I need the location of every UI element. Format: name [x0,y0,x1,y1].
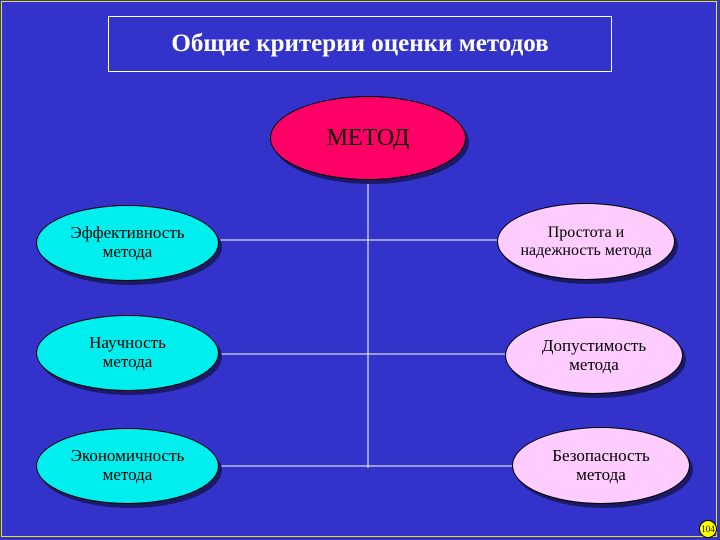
node-simplicity-reliability: Простота и надежность метода [497,203,675,280]
node-label-line2: метода [569,354,619,374]
node-economy: Экономичность метода [36,428,219,504]
node-label-line1: Эффективность [70,223,185,243]
node-label-line2: метода [102,352,153,371]
node-scientific: Научность метода [36,315,219,391]
root-node-label: МЕТОД [326,124,410,151]
slide-title-text: Общие критерии оценки методов [171,30,549,57]
node-label-line1: Простота и [547,223,625,241]
node-label-line2: надежность метода [520,241,652,259]
node-label-line2: метода [102,242,153,261]
node-label-line2: метода [576,464,626,484]
page-number-badge: 104 [699,520,717,538]
node-admissibility: Допустимость метода [505,317,683,394]
slide-title: Общие критерии оценки методов [108,16,612,72]
node-label-line2: метода [102,465,153,484]
root-node-method: МЕТОД [270,96,466,180]
node-label-line1: Безопасность [552,445,650,465]
page-number: 104 [701,524,715,534]
node-label-line1: Допустимость [541,335,647,355]
node-safety: Безопасность метода [512,427,690,504]
node-label-line1: Экономичность [70,446,185,466]
node-effectiveness: Эффективность метода [36,205,219,281]
node-label-line1: Научность [89,333,166,353]
